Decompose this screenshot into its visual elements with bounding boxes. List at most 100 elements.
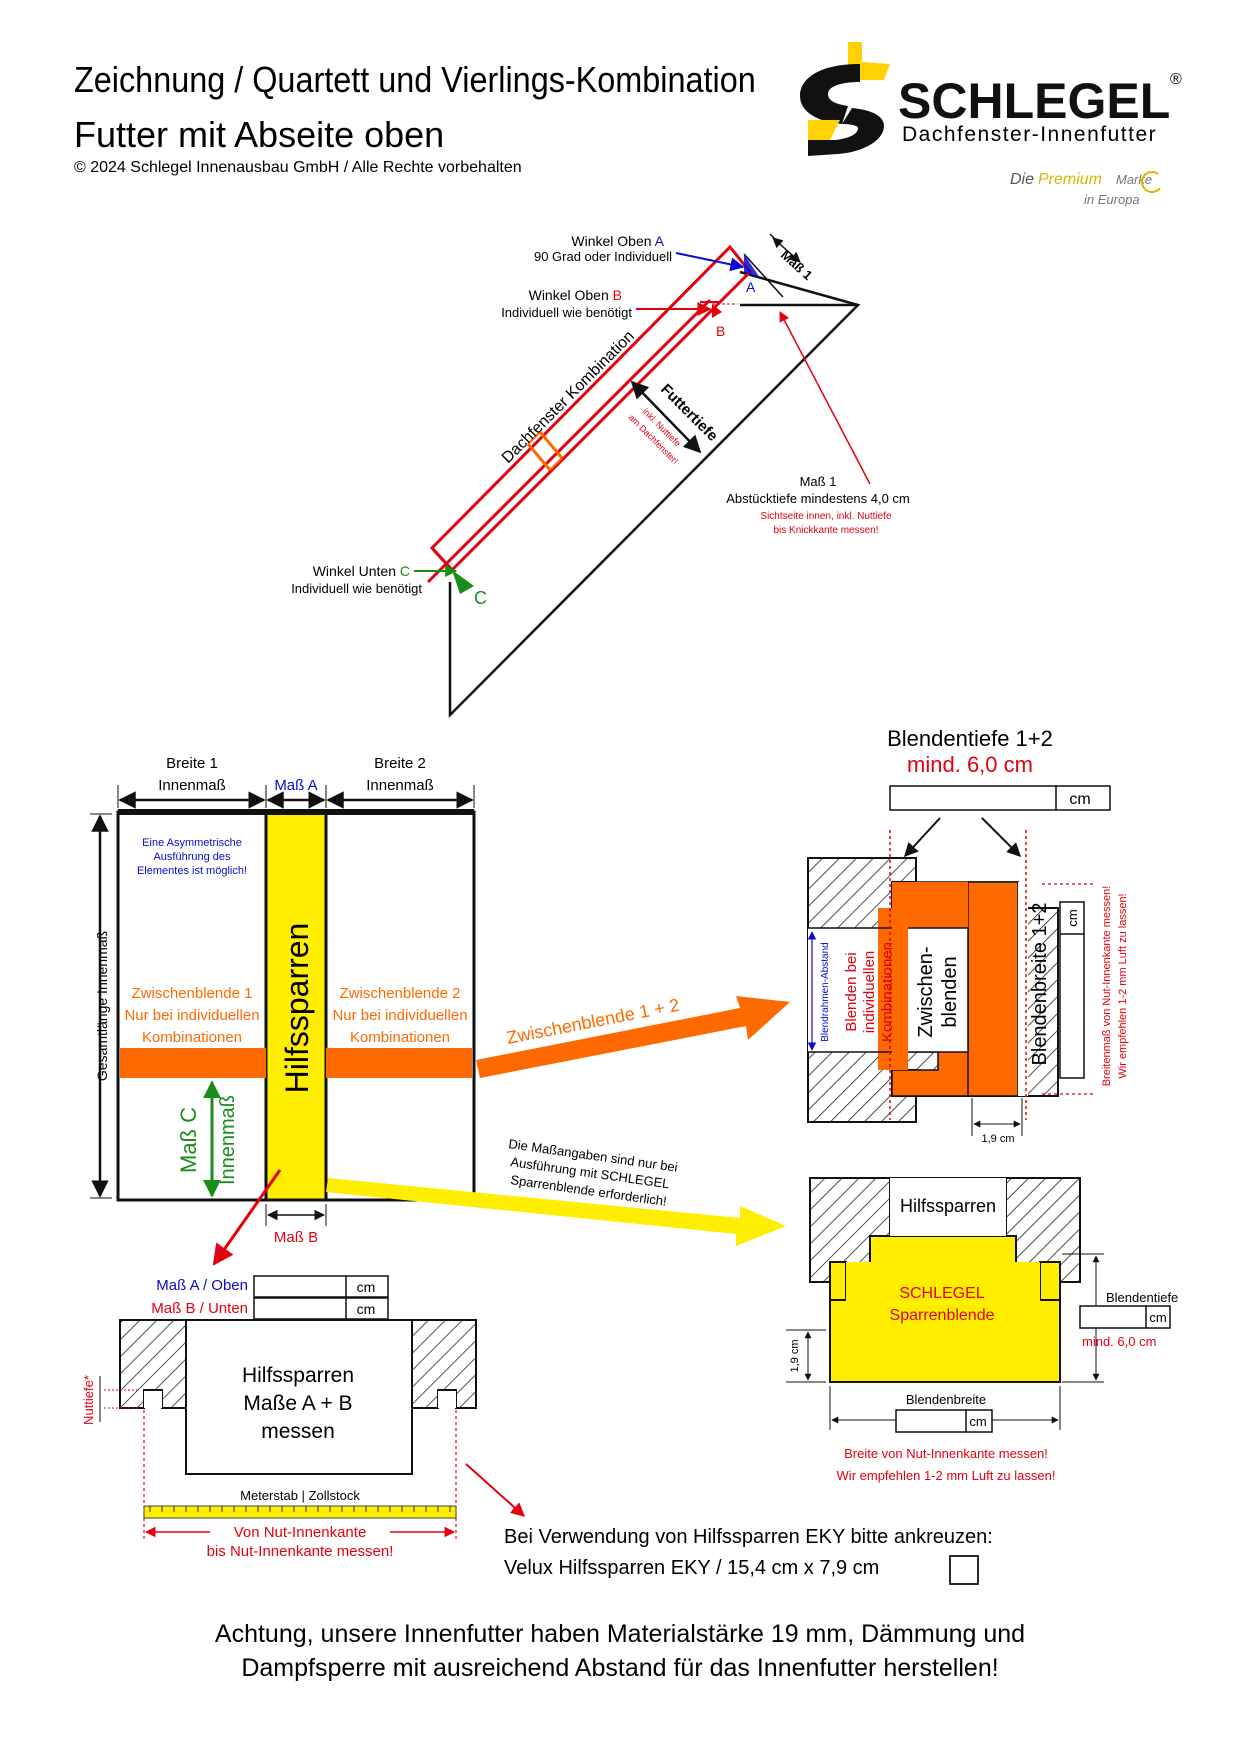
mass1-note-2: bis Knickkante messen! xyxy=(773,525,878,536)
winkel-unten-c-title: Winkel Unten C xyxy=(313,563,410,579)
sparren-blendentiefe-input[interactable] xyxy=(1079,1305,1171,1329)
asym-line2: Ausführung des xyxy=(153,851,231,863)
eky-line1: Bei Verwendung von Hilfssparren EKY bitt… xyxy=(504,1526,993,1548)
copyright: © 2024 Schlegel Innenausbau GmbH / Alle … xyxy=(74,159,522,176)
blendentiefe-min: mind. 6,0 cm xyxy=(907,752,1033,777)
breite-note-1: Breitenmaß von Nut-Innenkante messen! xyxy=(1101,886,1113,1087)
blendenbreite-unit: cm xyxy=(1065,909,1080,926)
blendenbreite-input-box[interactable] xyxy=(1059,901,1085,1079)
hilfssparren-measure: Maß A / Oben Maß B / Unten cm cm Hilfssp… xyxy=(81,1275,526,1560)
footer-line1: Achtung, unsere Innenfutter haben Materi… xyxy=(215,1620,1025,1648)
zwischen-line2: blenden xyxy=(939,956,961,1027)
blende-thickness-dim: 1,9 cm xyxy=(981,1133,1014,1145)
asym-line3: Elementes ist möglich! xyxy=(137,865,247,877)
angle-b-letter: B xyxy=(716,323,725,339)
blendrahmen-abstand: Blendrahmen-Abstand xyxy=(820,942,831,1042)
zwischen-line1: Zwischen- xyxy=(915,946,937,1037)
ruler-ticks xyxy=(149,1506,451,1512)
breite1-line1: Breite 1 xyxy=(166,755,218,772)
mass-a-oben: Maß A / Oben xyxy=(156,1277,248,1294)
blenden-line2: individuellen xyxy=(861,951,878,1034)
hilfs-center-line1: Hilfssparren xyxy=(242,1364,354,1387)
innenmass-label: Innenmaß xyxy=(217,1095,239,1185)
blenden-line1: Blenden bei xyxy=(843,952,860,1031)
angle-a-letter: A xyxy=(746,279,756,295)
logo-brand: SCHLEGEL xyxy=(898,73,1170,129)
blenden-line3: Kombinationen xyxy=(879,942,896,1042)
mass-a-input[interactable] xyxy=(253,1275,389,1298)
tagline-b: Premium xyxy=(1038,171,1102,188)
asym-line1: Eine Asymmetrische xyxy=(142,837,242,849)
mass1-title: Maß 1 xyxy=(800,474,837,489)
von-line1: Von Nut-Innenkante xyxy=(234,1524,367,1541)
sparren-note-1: Breite von Nut-Innenkante messen! xyxy=(844,1446,1048,1461)
breite2-line2: Innenmaß xyxy=(366,777,434,794)
blendentiefe-title: Blendentiefe 1+2 xyxy=(887,726,1053,751)
gesamtlaenge-label: Gesamtlänge Innenmaß xyxy=(94,931,110,1081)
eky-checkbox[interactable] xyxy=(949,1555,979,1585)
sparren-sparrenblende: Sparrenblende xyxy=(890,1307,995,1324)
angle-c-letter: C xyxy=(474,588,487,608)
zb2-line2: Nur bei individuellen xyxy=(332,1007,467,1024)
mass-b-unten: Maß B / Unten xyxy=(151,1300,248,1317)
layout-diagram: Breite 1 Innenmaß Maß A Breite 2 Innenma… xyxy=(90,755,790,1266)
zb1-line3: Kombinationen xyxy=(142,1029,242,1046)
footer: Achtung, unsere Innenfutter haben Materi… xyxy=(215,1620,1025,1682)
mass-a-label: Maß A xyxy=(274,777,317,794)
winkel-oben-a-title: Winkel Oben A xyxy=(571,233,664,249)
logo-subtitle: Dachfenster-Innenfutter xyxy=(902,123,1157,146)
title-line-1: Zeichnung / Quartett und Vierlings-Kombi… xyxy=(74,60,756,100)
eky-line2: Velux Hilfssparren EKY / 15,4 cm x 7,9 c… xyxy=(504,1557,879,1579)
sparren-hilfssparren: Hilfssparren xyxy=(900,1196,996,1216)
zb2-line1: Zwischenblende 2 xyxy=(340,985,461,1002)
mass1-desc: Abstücktiefe mindestens 4,0 cm xyxy=(726,491,910,506)
schlegel-logo: SCHLEGEL ® Dachfenster-Innenfutter Die P… xyxy=(800,42,1182,207)
sparren-blendenbreite-input[interactable] xyxy=(895,1409,993,1433)
von-line2: bis Nut-Innenkante messen! xyxy=(207,1543,394,1560)
mass1-dimension-label: Maß 1 xyxy=(778,247,815,283)
winkel-unten-c-desc: Individuell wie benötigt xyxy=(291,581,422,596)
sparren-blendenbreite-unit: cm xyxy=(969,1414,986,1429)
mass-b-unit: cm xyxy=(357,1301,376,1317)
sparren-blendenbreite: Blendenbreite xyxy=(906,1392,986,1407)
sparren-min: mind. 6,0 cm xyxy=(1082,1334,1156,1349)
mass-b-label: Maß B xyxy=(274,1229,318,1246)
breite-note-2: Wir empfehlen 1-2 mm Luft zu lassen! xyxy=(1117,893,1129,1078)
breite2-line1: Breite 2 xyxy=(374,755,426,772)
sparren-note-2: Wir empfehlen 1-2 mm Luft zu lassen! xyxy=(837,1468,1056,1483)
meterstab-label: Meterstab | Zollstock xyxy=(240,1488,360,1503)
mass-c-label: Maß C xyxy=(176,1107,201,1173)
zb2-line3: Kombinationen xyxy=(350,1029,450,1046)
logo-registered: ® xyxy=(1170,71,1182,88)
footer-line2: Dampfsperre mit ausreichend Abstand für … xyxy=(241,1654,998,1682)
blendentiefe-input-box[interactable] xyxy=(889,785,1111,811)
sparren-blendentiefe: Blendentiefe xyxy=(1106,1290,1178,1305)
roof-section-diagram: Maß 1 A B C Futtertiefe inkl. Nuttiefe a… xyxy=(291,233,910,719)
winkel-oben-b-desc: Individuell wie benötigt xyxy=(501,305,632,320)
dachfenster-label: Dachfenster Kombination xyxy=(499,328,638,467)
blendentiefe-unit: cm xyxy=(1069,791,1090,808)
winkel-oben-a-desc: 90 Grad oder Individuell xyxy=(534,249,672,264)
header: Zeichnung / Quartett und Vierlings-Kombi… xyxy=(74,60,756,176)
hilfssparren-label: Hilfssparren xyxy=(279,923,315,1094)
mass1-note-1: Sichtseite innen, inkl. Nuttiefe xyxy=(760,511,892,522)
mass-a-unit: cm xyxy=(357,1279,376,1295)
sparren-detail: Hilfssparren SCHLEGEL Sparrenblende Blen… xyxy=(786,1177,1178,1483)
hilfs-center-line3: messen xyxy=(261,1420,335,1443)
title-line-2: Futter mit Abseite oben xyxy=(74,114,444,155)
sparren-blendentiefe-unit: cm xyxy=(1149,1310,1166,1325)
tagline-a: Die xyxy=(1010,171,1034,188)
tagline-d: in Europa xyxy=(1084,192,1140,207)
zb1-line1: Zwischenblende 1 xyxy=(132,985,253,1002)
nuttiefe-label: Nuttiefe* xyxy=(81,1375,96,1425)
blendenbreite-label: Blendenbreite 1+2 xyxy=(1029,903,1051,1066)
breite1-line2: Innenmaß xyxy=(158,777,226,794)
winkel-oben-b-title: Winkel Oben B xyxy=(529,287,622,303)
hilfs-center-line2: Maße A + B xyxy=(243,1392,352,1415)
eky-section: Bei Verwendung von Hilfssparren EKY bitt… xyxy=(504,1526,993,1585)
blenden-detail: Blendentiefe 1+2 mind. 6,0 cm cm 1,9 cm … xyxy=(807,726,1129,1145)
ruler-icon xyxy=(143,1505,457,1519)
sparren-schlegel: SCHLEGEL xyxy=(899,1285,984,1302)
zb1-line2: Nur bei individuellen xyxy=(124,1007,259,1024)
